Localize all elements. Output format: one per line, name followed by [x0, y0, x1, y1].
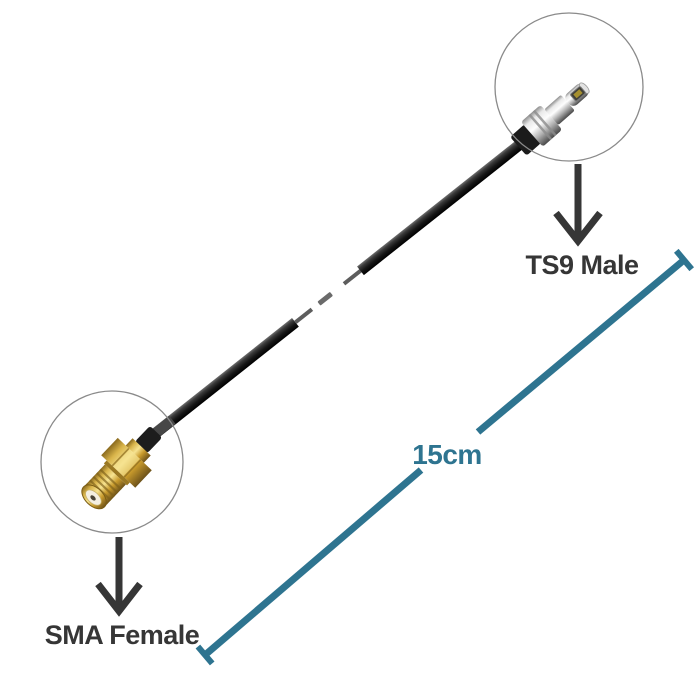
cable-break-dash: [317, 292, 333, 306]
sma-back-ring: [125, 438, 151, 463]
cable-break-stub: [342, 268, 363, 286]
ts9-male-connector: [511, 82, 590, 155]
cable-break-stub: [294, 307, 314, 324]
ts9-male-label: TS9 Male: [525, 250, 639, 280]
dimension-line: [195, 248, 695, 666]
ts9-barrel: [545, 95, 574, 125]
magnifier-circle-bottom: [40, 390, 184, 534]
ts9-collar: [511, 124, 541, 155]
sma-center-socket: [90, 495, 96, 501]
cable-assembly: [81, 82, 590, 510]
sma-groove: [103, 460, 130, 486]
dimension-label: 15cm: [412, 439, 482, 470]
sma-insulator: [85, 489, 102, 506]
ts9-gold-contact: [573, 89, 583, 99]
magnifier-circle-top: [494, 12, 644, 162]
sma-female-connector: [81, 427, 162, 510]
sma-strain-relief: [136, 427, 162, 453]
cable-lower-segment: [140, 318, 299, 447]
cable-upper-segment: [357, 133, 532, 276]
down-arrow-icon: [95, 537, 143, 617]
sma-female-label: SMA Female: [44, 620, 200, 650]
down-arrow-icon: [553, 164, 603, 247]
